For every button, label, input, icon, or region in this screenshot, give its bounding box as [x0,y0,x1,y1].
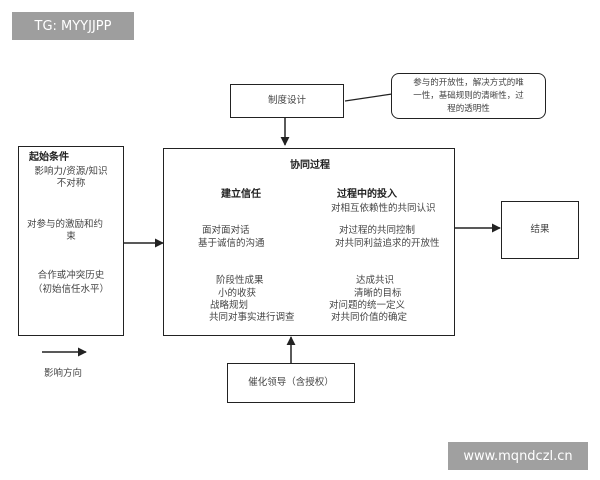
process-title: 协同过程 [290,160,330,171]
institution-box: 制度设计 [230,84,344,118]
line-institution-to-note [344,93,393,102]
commit-title: 过程中的投入 [337,189,397,200]
start-line: 影响力/资源/知识 [34,166,108,177]
legend-label: 影响方向 [44,368,83,379]
note-box: 参与的开放性，解决方式的唯 一性，基础规则的清晰性，过 程的透明性 [391,73,546,119]
consensus-line: 清晰的目标 [354,288,402,299]
site-watermark: www.mqndczl.cn [448,442,588,470]
dialog-line: 基于诚信的沟通 [198,238,265,249]
commit-line: 对共同利益追求的开放性 [335,238,440,249]
outcomes-line: 共同对事实进行调查 [209,312,295,323]
commit-line: 对过程的共同控制 [339,225,416,236]
start-line: 束 [66,231,76,242]
start-title: 起始条件 [29,152,69,163]
process-box: 协同过程 建立信任 面对面对话 基于诚信的沟通 过程中的投入 对相互依赖性的共同… [163,148,455,336]
trust-title: 建立信任 [221,189,261,200]
dialog-line: 面对面对话 [202,225,250,236]
note-line: 参与的开放性，解决方式的唯 [413,78,524,88]
consensus-line: 对共同价值的确定 [331,312,408,323]
outcomes-line: 阶段性成果 [216,275,264,286]
note-line: 一性，基础规则的清晰性，过 [413,91,524,101]
start-line: 合作或冲突历史 [37,270,105,281]
commit-line: 对相互依赖性的共同认识 [331,203,436,214]
note-line: 程的透明性 [447,104,490,114]
consensus-line: 达成共识 [356,275,395,286]
start-conditions-box: 起始条件 影响力/资源/知识 不对称 对参与的激励和约 束 合作或冲突历史 （初… [18,146,124,336]
consensus-line: 对问题的统一定义 [329,300,406,311]
leadership-label: 催化领导（含授权） [248,377,334,388]
outcomes-line: 战略规划 [210,300,249,311]
outcomes-line: 小的收获 [218,288,257,299]
result-label: 结果 [530,224,550,235]
start-line: 不对称 [56,178,86,189]
source-tag: TG: MYYJJPP [12,12,134,40]
start-line: 对参与的激励和约 [27,219,104,230]
leadership-box: 催化领导（含授权） [227,363,355,403]
start-line: （初始信任水平） [32,284,109,295]
institution-label: 制度设计 [267,95,306,106]
result-box: 结果 [501,201,579,259]
